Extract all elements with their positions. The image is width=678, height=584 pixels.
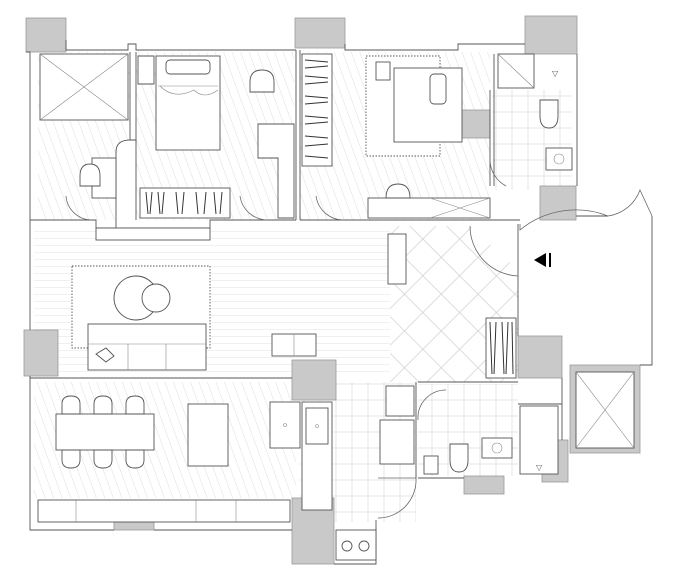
entry-door-leaf[interactable] (607, 188, 653, 217)
counter (269, 401, 301, 449)
bedroom-1-door[interactable] (65, 195, 93, 221)
burner[interactable] (341, 540, 353, 552)
cushion (95, 347, 115, 363)
entry-door[interactable] (519, 209, 609, 231)
vanity (367, 197, 491, 219)
dining-table[interactable] (55, 413, 155, 451)
desk (257, 123, 295, 219)
side-table (141, 283, 171, 313)
kitchen-island[interactable] (187, 403, 229, 467)
chair[interactable] (93, 449, 113, 469)
stool[interactable] (385, 183, 411, 199)
outer-wall (640, 216, 653, 366)
guest-bath-door[interactable] (417, 389, 447, 421)
column (23, 329, 59, 377)
outer-wall (29, 376, 114, 531)
master-bath-door[interactable] (489, 159, 507, 187)
dining-chairs (61, 395, 145, 469)
wardrobe (139, 187, 231, 219)
chair[interactable] (249, 69, 275, 93)
burner[interactable] (358, 540, 370, 552)
sink[interactable] (305, 407, 329, 445)
column (463, 475, 505, 495)
basin[interactable] (545, 147, 573, 171)
toilet[interactable] (539, 99, 559, 129)
bed[interactable] (393, 67, 463, 143)
doors (65, 159, 653, 519)
tv-cabinet (95, 227, 211, 241)
nightstand (375, 61, 391, 81)
sofa[interactable] (87, 323, 207, 371)
chair[interactable] (79, 163, 101, 187)
basin[interactable] (481, 437, 513, 459)
kitchen (269, 385, 415, 561)
pillow (429, 73, 447, 105)
entry-arrow-icon (534, 253, 546, 267)
outer-wall (26, 51, 31, 330)
bedroom-2-door[interactable] (239, 195, 269, 221)
washer (423, 455, 439, 475)
pantry (385, 385, 415, 417)
chair[interactable] (61, 395, 81, 415)
hanging-clothes (304, 59, 329, 159)
outer-wall (344, 43, 525, 51)
nightstand (137, 55, 155, 85)
living-room (71, 227, 407, 371)
master-bathroom: ▽ (497, 53, 573, 171)
shower-head-icon: ▽ (552, 69, 559, 78)
master-bath-floor (492, 90, 572, 190)
hanging-clothes (145, 191, 223, 215)
master-bedroom (301, 53, 491, 219)
kitchen-door[interactable] (377, 477, 417, 519)
outer-wall (65, 40, 296, 51)
built-in-desk (115, 139, 137, 230)
chair[interactable] (125, 395, 145, 415)
foyer-door[interactable] (469, 225, 519, 277)
column (517, 335, 563, 379)
bedroom-1 (39, 53, 137, 230)
master-door[interactable] (315, 195, 345, 221)
chair[interactable] (125, 449, 145, 469)
toilet[interactable] (449, 443, 469, 473)
dining-room (37, 395, 291, 523)
fridge (379, 419, 415, 465)
guest-bathroom: ▽ (423, 405, 559, 475)
shower (519, 405, 559, 475)
shower-head-icon: ▽ (536, 463, 543, 472)
column (524, 15, 578, 55)
pillow (165, 59, 211, 75)
bedroom-2 (137, 55, 295, 219)
entry-corridor (534, 253, 635, 449)
column (459, 109, 491, 139)
sideboard (37, 499, 291, 523)
column (294, 17, 346, 49)
entry-arrow-icon-bar (549, 253, 551, 267)
wardrobe (301, 53, 333, 167)
chair[interactable] (93, 395, 113, 415)
foyer-closet (485, 317, 517, 379)
column (25, 17, 67, 53)
column (291, 359, 337, 401)
tall-cabinet (387, 233, 407, 285)
column (539, 185, 577, 221)
chair[interactable] (61, 449, 81, 469)
